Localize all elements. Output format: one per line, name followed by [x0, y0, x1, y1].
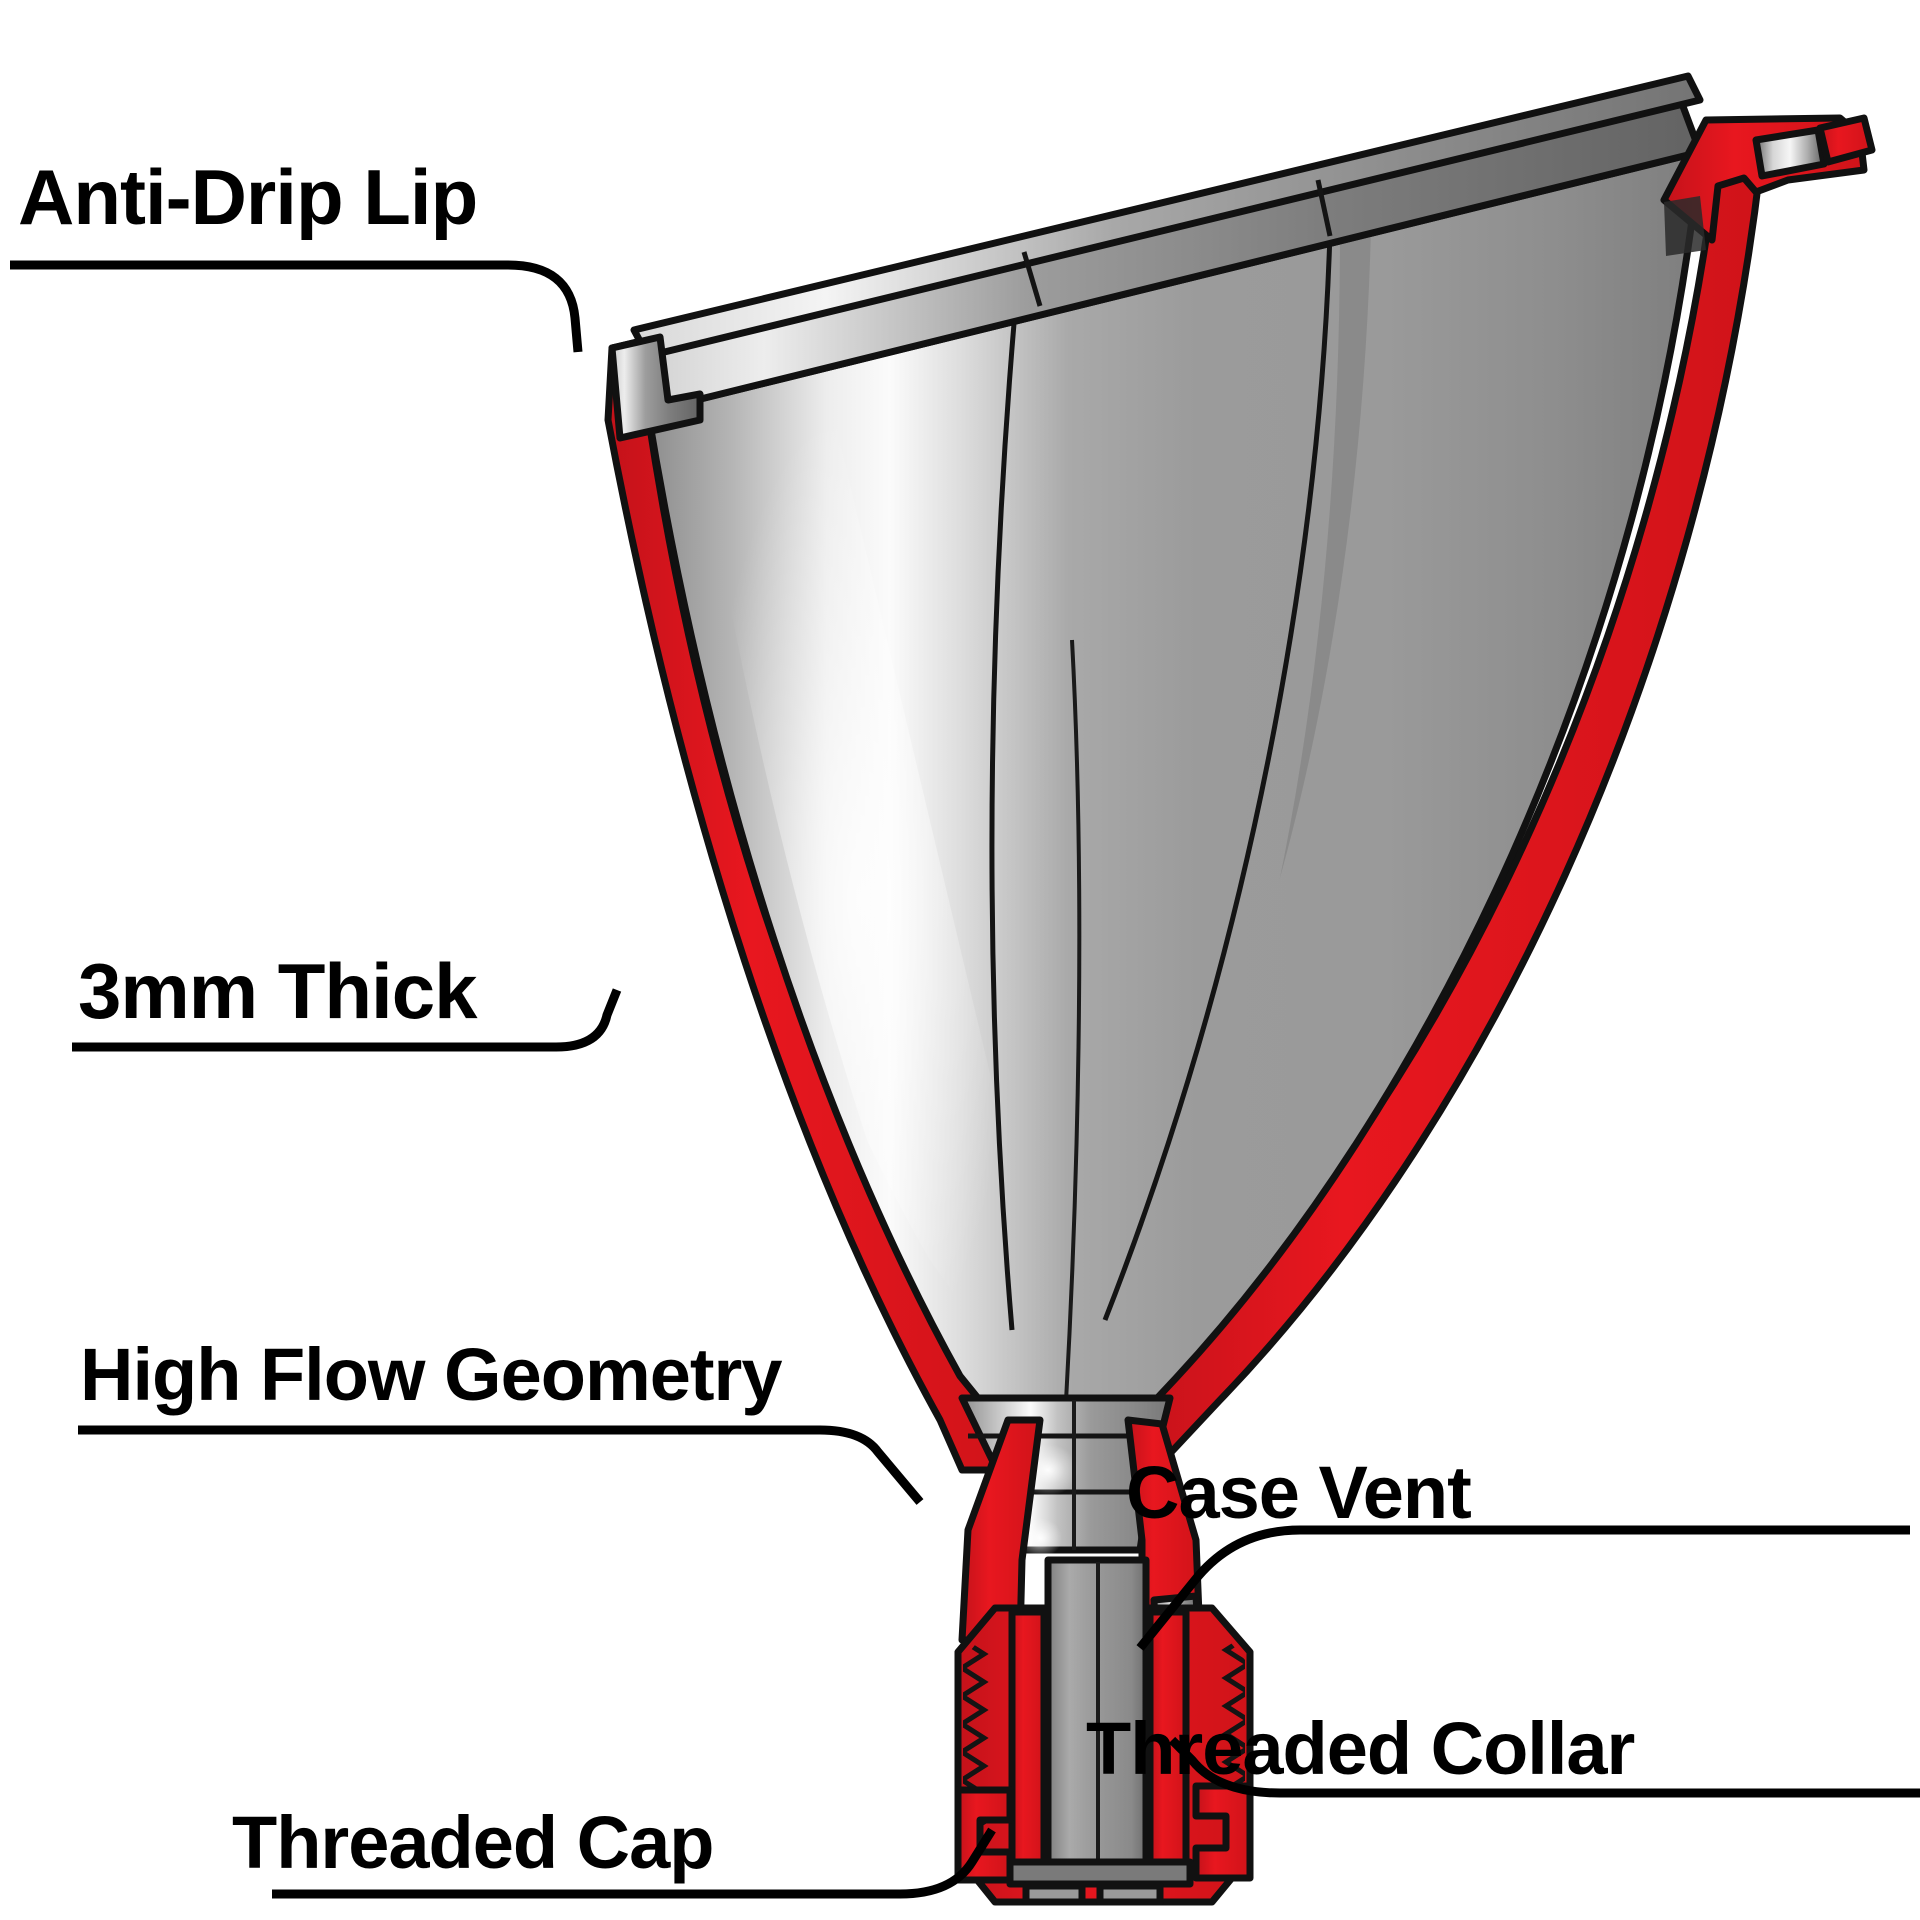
- lip-under-shadow: [1664, 196, 1706, 256]
- threaded-cap-assembly: [954, 1556, 1254, 1906]
- cap-floor-notch-a: [1022, 1882, 1086, 1906]
- rim-seam-a: [1021, 251, 1043, 307]
- anti-drip-lip-assembly: [1660, 114, 1876, 256]
- wall-red-right: [1114, 139, 1764, 1466]
- callout-leaders: [10, 260, 1920, 1899]
- collar-step-right: [1192, 1782, 1254, 1882]
- funnel-body: [604, 72, 1876, 1644]
- callout-label-high-flow-geometry: High Flow Geometry: [80, 1333, 782, 1416]
- cap-floor-notch-b: [1096, 1882, 1164, 1906]
- cone-specular-highlight: [700, 400, 1020, 1330]
- cone-seam-left: [989, 299, 1019, 1331]
- callout-label-anti-drip-lip: Anti-Drip Lip: [18, 153, 477, 241]
- leader-high-flow-geometry: [78, 1425, 924, 1505]
- leader-3mm-thick: [72, 988, 622, 1052]
- lip-red-tip: [1816, 114, 1876, 166]
- callout-label-threaded-cap: Threaded Cap: [232, 1801, 713, 1884]
- rim-notch-left: [608, 333, 704, 442]
- callout-label-case-vent: Case Vent: [1126, 1451, 1471, 1534]
- callout-label-3mm-thick: 3mm Thick: [78, 947, 478, 1035]
- rim-seam-b: [1315, 179, 1333, 237]
- collar-sleeve-left: [1008, 1608, 1048, 1884]
- callout-labels: Anti-Drip Lip 3mm Thick High Flow Geomet…: [18, 153, 1636, 1884]
- cone-seam-center: [1102, 231, 1333, 1321]
- leader-threaded-cap: [272, 1827, 996, 1899]
- leader-anti-drip-lip: [10, 260, 583, 353]
- leader-case-vent: [1136, 1525, 1910, 1651]
- cap-floor: [1006, 1858, 1194, 1888]
- leader-threaded-collar: [1168, 1736, 1920, 1798]
- cone-seam-right: [1062, 639, 1082, 1437]
- lip-metal-band: [1752, 126, 1828, 180]
- callout-label-threaded-collar: Threaded Collar: [1086, 1707, 1635, 1790]
